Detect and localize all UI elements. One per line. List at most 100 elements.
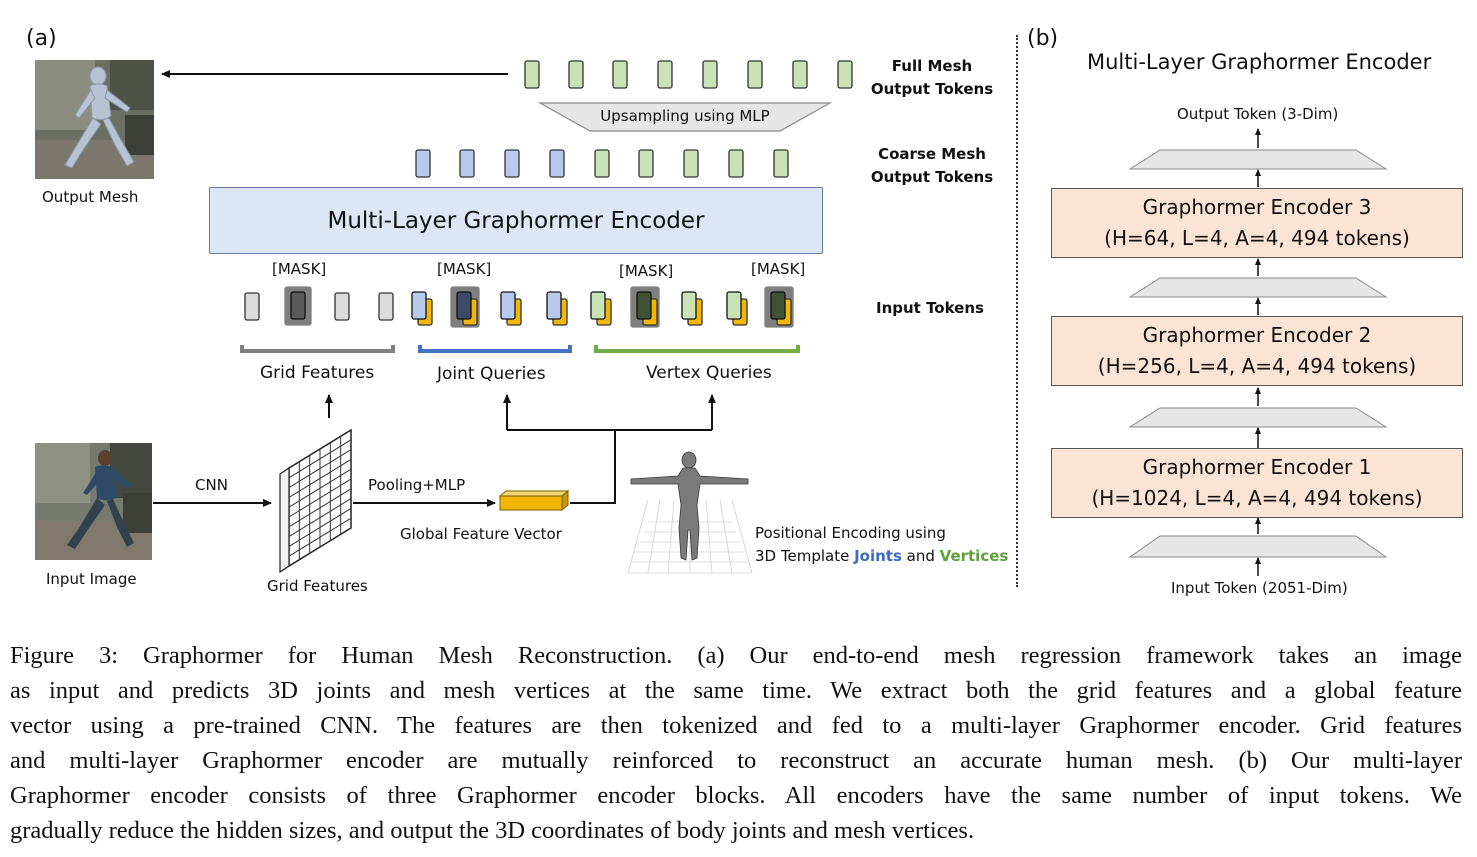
input-tokens xyxy=(244,286,794,328)
trapezoid-2 xyxy=(1128,277,1388,298)
vertex-queries-bracket xyxy=(594,345,800,353)
mask-label-1: [MASK] xyxy=(272,260,327,278)
template-mesh xyxy=(627,451,753,574)
grid-features-bracket xyxy=(240,345,395,353)
vertex-token-masked-1 xyxy=(636,291,652,320)
encoder-3-params: (H=64, L=4, A=4, 494 tokens) xyxy=(1104,226,1410,250)
caption-line-3: vector using a pre-trained CNN. The feat… xyxy=(10,712,1462,739)
panel-b-title: Multi-Layer Graphormer Encoder xyxy=(1087,50,1432,74)
coarse-vertex-token-1 xyxy=(594,149,610,178)
graphormer-encoder-2: Graphormer Encoder 2 (H=256, L=4, A=4, 4… xyxy=(1051,316,1463,386)
caption-line-4: and multi-layer Graphormer encoder are m… xyxy=(10,747,1462,774)
grid-features-block xyxy=(279,428,352,574)
mask-label-4: [MASK] xyxy=(751,260,806,278)
input-token-label: Input Token (2051-Dim) xyxy=(1171,579,1348,597)
upsampling-trapezoid xyxy=(537,102,833,132)
full-token-3 xyxy=(612,60,628,89)
pooling-mlp-label: Pooling+MLP xyxy=(368,476,466,494)
joint-queries-label: Joint Queries xyxy=(437,364,546,384)
coarse-joint-token-3 xyxy=(504,149,520,178)
caption-line-2: as input and predicts 3D joints and mesh… xyxy=(10,677,1462,704)
trapezoid-3 xyxy=(1128,407,1388,428)
graphormer-encoder-label: Multi-Layer Graphormer Encoder xyxy=(327,207,705,234)
caption-line-5: Graphormer encoder consists of three Gra… xyxy=(10,782,1462,809)
grid-token-3 xyxy=(334,292,350,321)
full-token-1 xyxy=(524,60,540,89)
pe-and: and xyxy=(901,547,940,565)
full-token-5 xyxy=(702,60,718,89)
full-token-8 xyxy=(837,60,853,89)
vertex-token-1 xyxy=(590,291,606,320)
coarse-mesh-output-tokens-label: Coarse Mesh Output Tokens xyxy=(862,143,1002,189)
coarse-vertex-token-5 xyxy=(773,149,789,178)
full-token-4 xyxy=(657,60,673,89)
encoder-1-params: (H=1024, L=4, A=4, 494 tokens) xyxy=(1091,486,1423,510)
trapezoid-top xyxy=(1128,149,1388,170)
pe-prefix: 3D Template xyxy=(755,547,855,565)
input-tokens-label: Input Tokens xyxy=(876,299,984,317)
grid-token-4 xyxy=(378,292,394,321)
coarse-mesh-label-line2: Output Tokens xyxy=(870,168,994,186)
panel-a-label: (a) xyxy=(26,26,57,51)
coarse-joint-token-1 xyxy=(415,149,431,178)
output-mesh-image xyxy=(35,60,154,179)
encoder-2-name: Graphormer Encoder 2 xyxy=(1142,323,1372,347)
full-token-6 xyxy=(747,60,763,89)
grid-features-group-label: Grid Features xyxy=(260,363,375,383)
graphormer-encoder-block: Multi-Layer Graphormer Encoder xyxy=(209,187,823,254)
upsampling-label: Upsampling using MLP xyxy=(600,107,770,125)
output-token-label: Output Token (3-Dim) xyxy=(1177,105,1339,123)
caption-line-6: gradually reduce the hidden sizes, and o… xyxy=(10,817,975,844)
encoder-3-name: Graphormer Encoder 3 xyxy=(1142,195,1372,219)
joint-token-1 xyxy=(411,291,427,320)
vertex-token-3 xyxy=(681,291,697,320)
joint-queries-bracket xyxy=(418,345,572,353)
panel-b-label: (b) xyxy=(1027,26,1059,51)
vertex-queries-label: Vertex Queries xyxy=(646,363,772,383)
mask-label-3: [MASK] xyxy=(619,262,674,280)
panel-a-diagram xyxy=(153,60,853,574)
feature-to-queries-line xyxy=(570,430,616,504)
full-mesh-label-line2: Output Tokens xyxy=(870,80,994,98)
joint-token-masked xyxy=(456,291,472,320)
pe-joints: Joints xyxy=(854,547,902,565)
vertex-token-masked-2 xyxy=(770,291,786,320)
panel-b-diagram xyxy=(1128,128,1388,576)
mask-label-2: [MASK] xyxy=(437,260,492,278)
full-token-2 xyxy=(568,60,584,89)
input-image xyxy=(35,443,152,560)
positional-encoding-label: Positional Encoding using 3D Template Jo… xyxy=(755,522,1008,568)
input-image-label: Input Image xyxy=(46,570,137,588)
joint-token-3 xyxy=(500,291,516,320)
encoder-2-params: (H=256, L=4, A=4, 494 tokens) xyxy=(1097,354,1417,378)
coarse-vertex-token-2 xyxy=(638,149,654,178)
output-mesh-label: Output Mesh xyxy=(42,188,139,206)
positional-encoding-line2: 3D Template Joints and Vertices xyxy=(755,545,1008,568)
full-mesh-output-tokens-label: Full Mesh Output Tokens xyxy=(862,55,1002,101)
graphormer-encoder-3: Graphormer Encoder 3 (H=64, L=4, A=4, 49… xyxy=(1051,188,1463,258)
figure-caption: Figure 3: Graphormer for Human Mesh Reco… xyxy=(10,638,1462,848)
full-token-7 xyxy=(792,60,808,89)
global-feature-vector-label: Global Feature Vector xyxy=(400,525,562,543)
vertex-token-4 xyxy=(726,291,742,320)
cnn-label: CNN xyxy=(195,476,228,494)
global-feature-vector xyxy=(498,489,570,512)
figure-3: (a) Output Mesh xyxy=(26,26,1463,597)
encoder-1-name: Graphormer Encoder 1 xyxy=(1142,455,1372,479)
positional-encoding-line1: Positional Encoding using xyxy=(755,524,946,542)
coarse-mesh-label-line1: Coarse Mesh xyxy=(878,145,986,163)
panel-divider xyxy=(1016,35,1018,587)
grid-features-label: Grid Features xyxy=(267,577,368,595)
grid-token-masked xyxy=(290,291,306,320)
full-mesh-label-line1: Full Mesh xyxy=(891,57,973,75)
graphormer-encoder-1: Graphormer Encoder 1 (H=1024, L=4, A=4, … xyxy=(1051,448,1463,518)
grid-token-1 xyxy=(244,292,260,321)
joint-token-4 xyxy=(546,291,562,320)
coarse-vertex-token-4 xyxy=(728,149,744,178)
coarse-joint-token-4 xyxy=(549,149,565,178)
coarse-mesh-output-tokens xyxy=(415,149,789,178)
coarse-joint-token-2 xyxy=(459,149,475,178)
full-mesh-output-tokens xyxy=(524,60,853,89)
pe-vertices: Vertices xyxy=(939,547,1009,565)
caption-line-1: Figure 3: Graphormer for Human Mesh Reco… xyxy=(10,642,1462,669)
